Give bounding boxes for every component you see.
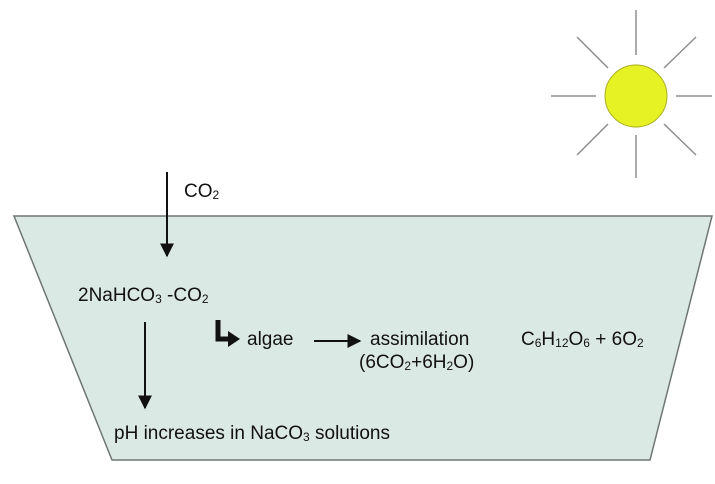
assimilation-equation: (6CO2+6H2O) bbox=[359, 353, 474, 372]
algae-label: algae bbox=[247, 329, 294, 350]
glucose-equation: C6H12O6 + 6O2 bbox=[521, 330, 644, 349]
eq-part-1: (6CO bbox=[359, 352, 405, 373]
co2-label: CO2 bbox=[184, 182, 219, 201]
co2-label-sub: 2 bbox=[212, 188, 220, 202]
eq-sub-1: 2 bbox=[404, 359, 412, 373]
bicarbonate-b-sub: 2 bbox=[201, 292, 209, 306]
co2-label-main: CO bbox=[184, 181, 213, 202]
bent-arrow-icon bbox=[215, 320, 240, 347]
ph-part-1: pH increases in NaCO bbox=[114, 423, 304, 444]
glucose-sub-1: 6 bbox=[534, 336, 542, 350]
bicarbonate-a-sub: 3 bbox=[155, 292, 162, 306]
bicarbonate-b: -CO bbox=[161, 285, 202, 306]
ph-sub-1: 3 bbox=[303, 430, 310, 444]
sun-icon bbox=[551, 10, 712, 178]
glucose-sub-2: 12 bbox=[555, 336, 569, 350]
ph-part-2: solutions bbox=[309, 423, 390, 444]
eq-sub-2: 2 bbox=[446, 359, 454, 373]
bicarbonate-a: 2NaHCO bbox=[78, 285, 156, 306]
ph-label: pH increases in NaCO3 solutions bbox=[114, 424, 390, 443]
glucose-part-1: C bbox=[521, 329, 535, 350]
assimilation-label: assimilation bbox=[370, 329, 470, 350]
glucose-sub-4: 2 bbox=[636, 336, 644, 350]
glucose-part-4: + 6O bbox=[589, 329, 637, 350]
glucose-part-3: O bbox=[568, 329, 584, 350]
bicarbonate-label: 2NaHCO3 -CO2 bbox=[78, 286, 209, 305]
glucose-part-2: H bbox=[541, 329, 556, 350]
glucose-sub-3: 6 bbox=[583, 336, 590, 350]
eq-part-2: +6H bbox=[411, 352, 447, 373]
pond-vessel bbox=[12, 215, 713, 461]
eq-part-3: O) bbox=[453, 352, 475, 373]
